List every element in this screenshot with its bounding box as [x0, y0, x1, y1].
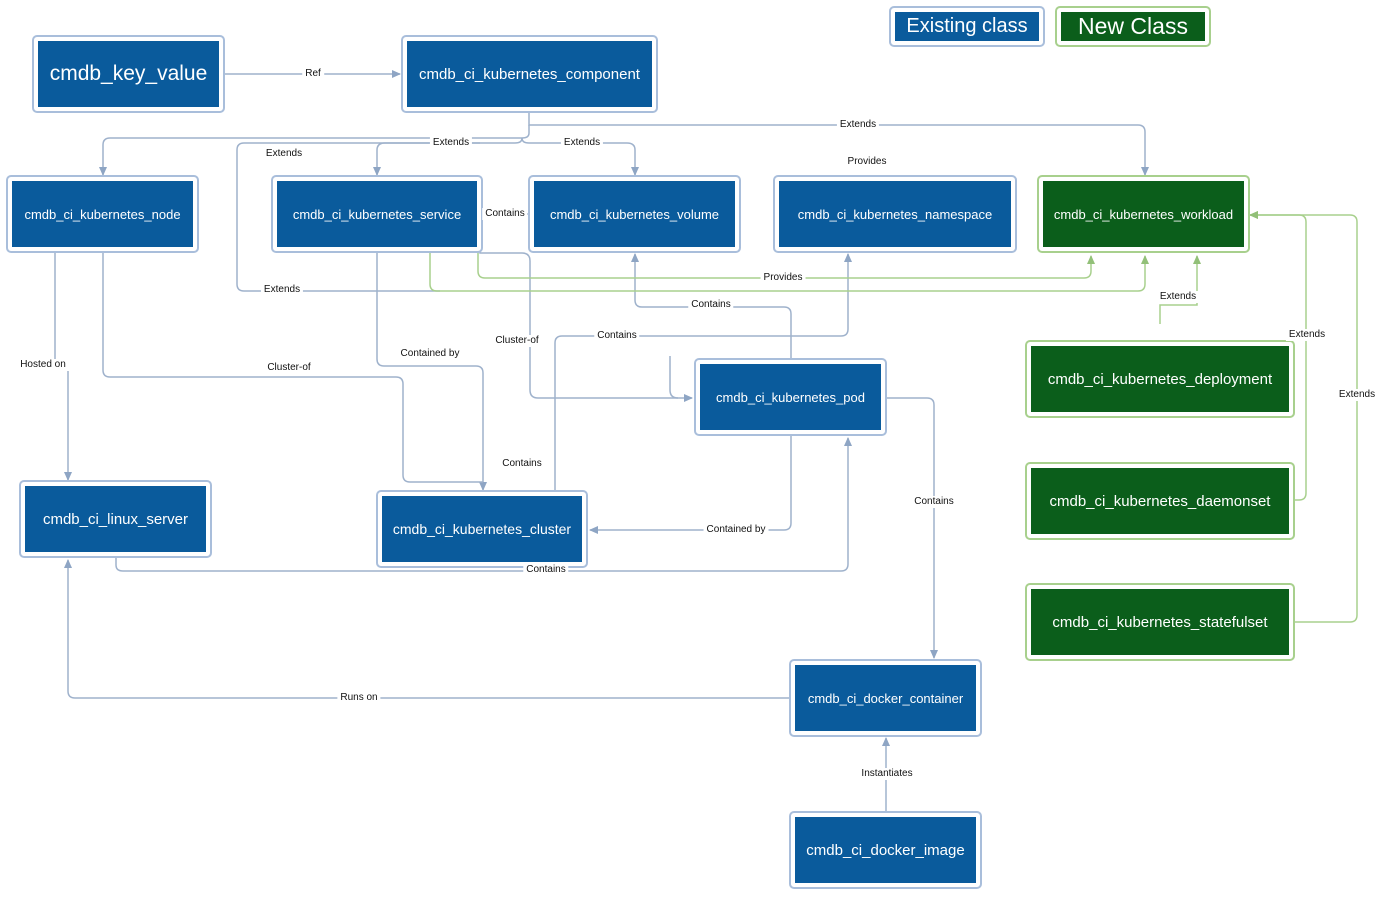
node-label: cmdb_ci_kubernetes_deployment: [1047, 370, 1273, 388]
edge-extends-left: [236, 142, 480, 292]
edge-extends-deployment: [1159, 255, 1201, 324]
legend-new-class: New Class: [1057, 8, 1209, 45]
edge-contained-by-pod: [589, 436, 792, 534]
edge-label-extends-deployment: Extends: [1156, 291, 1200, 303]
edge-label-runs-on: Runs on: [337, 692, 381, 704]
node-label: cmdb_ci_docker_container: [807, 690, 964, 706]
node-label: cmdb_ci_kubernetes_cluster: [392, 521, 572, 537]
edge-extends-volume: [521, 137, 639, 176]
edge-label-contains-pod-container: Contains: [911, 496, 957, 508]
edge-label-extends-volume: Extends: [560, 137, 604, 149]
node-label: cmdb_ci_kubernetes_workload: [1053, 206, 1234, 222]
edge-label-hosted-on: Hosted on: [17, 359, 69, 371]
node-k8s-statefulset[interactable]: cmdb_ci_kubernetes_statefulset: [1027, 585, 1293, 659]
edge-label-provides-namespace: Provides: [844, 156, 890, 168]
edge-label-contains-cluster: Contains: [499, 458, 545, 470]
node-k8s-workload[interactable]: cmdb_ci_kubernetes_workload: [1039, 177, 1248, 251]
edge-label-contains-bottom: Contains: [523, 564, 569, 576]
node-label: cmdb_ci_linux_server: [42, 510, 189, 528]
edge-extends-workload: [528, 112, 1149, 176]
node-label: cmdb_ci_kubernetes_service: [292, 206, 462, 222]
legend-new-label: New Class: [1078, 13, 1188, 39]
edge-label-extends-workload: Extends: [836, 119, 880, 131]
edge-label-contains-namespace: Contains: [594, 330, 640, 342]
edge-cluster-of-pod: [479, 252, 693, 402]
edge-label-contains-volume: Contains: [688, 299, 734, 311]
legend-existing-label: Existing class: [906, 15, 1028, 37]
node-key-value[interactable]: cmdb_key_value: [34, 37, 223, 111]
edge-label-contains-service-volume: Contains: [482, 208, 528, 220]
node-label: cmdb_ci_kubernetes_component: [419, 65, 640, 83]
node-k8s-node[interactable]: cmdb_ci_kubernetes_node: [8, 177, 197, 251]
edge-contains-pod-container: [886, 397, 938, 659]
edge-label-contained-by-service: Contained by: [397, 348, 463, 360]
edge-runs-on: [64, 559, 790, 699]
edge-extends-node: [99, 125, 530, 176]
node-label: cmdb_ci_docker_image: [806, 841, 965, 859]
node-k8s-service[interactable]: cmdb_ci_kubernetes_service: [273, 177, 481, 251]
edge-cluster-of-node: [102, 252, 483, 483]
node-label: cmdb_ci_kubernetes_node: [24, 206, 181, 222]
node-k8s-daemonset[interactable]: cmdb_ci_kubernetes_daemonset: [1027, 464, 1293, 538]
node-docker-image[interactable]: cmdb_ci_docker_image: [791, 813, 980, 887]
node-label: cmdb_ci_kubernetes_statefulset: [1052, 613, 1268, 631]
legend-existing-class: Existing class: [891, 8, 1043, 45]
node-label: cmdb_ci_kubernetes_daemonset: [1049, 492, 1271, 510]
node-k8s-volume[interactable]: cmdb_ci_kubernetes_volume: [530, 177, 739, 251]
edge-label-extends-service: Extends: [262, 148, 306, 160]
node-linux-server[interactable]: cmdb_ci_linux_server: [21, 482, 210, 556]
node-k8s-deployment[interactable]: cmdb_ci_kubernetes_deployment: [1027, 342, 1293, 416]
edge-label-extends-center: Extends: [429, 137, 473, 149]
edge-label-cluster-of-node: Cluster-of: [264, 362, 314, 374]
edge-label-extends-left: Extends: [260, 284, 304, 296]
edge-label-extends-daemonset: Extends: [1285, 329, 1329, 341]
node-k8s-component[interactable]: cmdb_ci_kubernetes_component: [403, 37, 656, 111]
node-k8s-pod[interactable]: cmdb_ci_kubernetes_pod: [696, 360, 885, 434]
edge-contains-bottom: [115, 437, 852, 572]
node-label: cmdb_ci_kubernetes_pod: [716, 389, 865, 405]
edge-label-extends-statefulset: Extends: [1335, 389, 1379, 401]
node-docker-container[interactable]: cmdb_ci_docker_container: [791, 661, 980, 735]
edge-extends-statefulset: [1249, 211, 1358, 623]
node-label: cmdb_ci_kubernetes_volume: [549, 206, 720, 222]
node-label: cmdb_ci_kubernetes_namespace: [797, 206, 993, 222]
edge-contained-by-service: [376, 252, 487, 491]
edge-label-cluster-of-pod: Cluster-of: [492, 335, 542, 347]
node-label: cmdb_key_value: [49, 62, 208, 85]
edge-label-contained-by-pod: Contained by: [703, 524, 769, 536]
edge-contains-namespace: [554, 253, 852, 490]
node-k8s-cluster[interactable]: cmdb_ci_kubernetes_cluster: [378, 492, 586, 566]
edge-extends-left-green: [429, 252, 1149, 292]
edge-label-provides-green: Provides: [760, 272, 806, 284]
edge-pod-stub: [669, 356, 679, 399]
node-k8s-namespace[interactable]: cmdb_ci_kubernetes_namespace: [775, 177, 1015, 251]
edge-label-ref: Ref: [302, 68, 324, 80]
edge-label-instantiates: Instantiates: [858, 768, 916, 780]
